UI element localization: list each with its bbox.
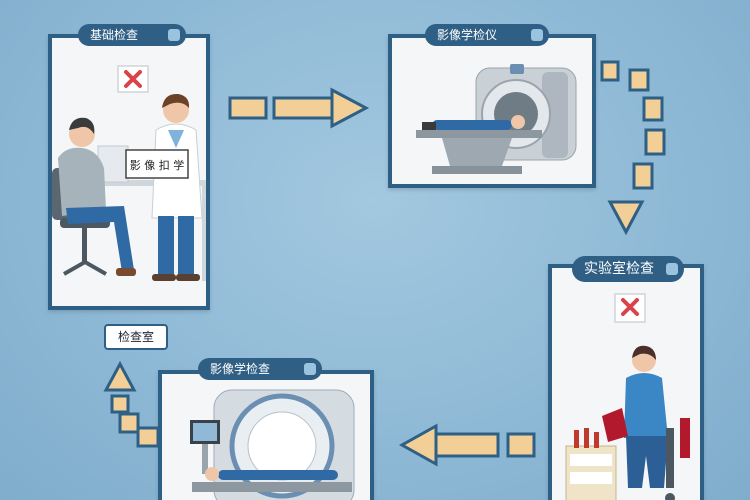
title-imaging-exam: 影像学检查 <box>198 358 322 380</box>
panel-imaging-instrument <box>388 34 596 188</box>
title-imaging-instrument-text: 影像学检仪 <box>437 28 498 42</box>
title-lab-exam-text: 实验室检查 <box>584 261 654 277</box>
board-sign-text: 影 像 扣 学 <box>130 158 185 172</box>
panel-basic-exam: 影 像 扣 学 <box>48 34 210 310</box>
arrow-down-icon <box>600 60 666 236</box>
title-imaging-exam-text: 影像学检查 <box>210 362 271 376</box>
title-basic-exam: 基础检查 <box>78 24 186 46</box>
medical-cross-icon <box>614 293 646 323</box>
panel-imaging-exam <box>158 370 374 500</box>
lab-exam-illustration <box>565 293 690 500</box>
tag-dot-icon <box>168 29 180 41</box>
arrow-left-icon <box>398 423 536 467</box>
title-imaging-instrument: 影像学检仪 <box>425 24 549 46</box>
tag-dot-icon <box>531 29 543 41</box>
title-lab-exam: 实验室检查 <box>572 256 684 282</box>
panel-lab-exam <box>548 264 704 500</box>
tag-dot-icon <box>304 363 316 375</box>
medical-cross-icon <box>117 65 149 93</box>
ct-scanner-illustration <box>416 64 577 174</box>
arrow-right-icon <box>228 87 370 129</box>
tag-dot-icon <box>666 263 678 275</box>
mri-scanner-illustration <box>190 389 355 500</box>
title-basic-exam-text: 基础检查 <box>90 28 139 42</box>
room-label-text: 检查室 <box>117 330 154 344</box>
room-label: 检查室 <box>104 324 168 350</box>
basic-exam-illustration: 影 像 扣 学 <box>52 65 206 281</box>
arrow-up-icon <box>103 360 160 448</box>
